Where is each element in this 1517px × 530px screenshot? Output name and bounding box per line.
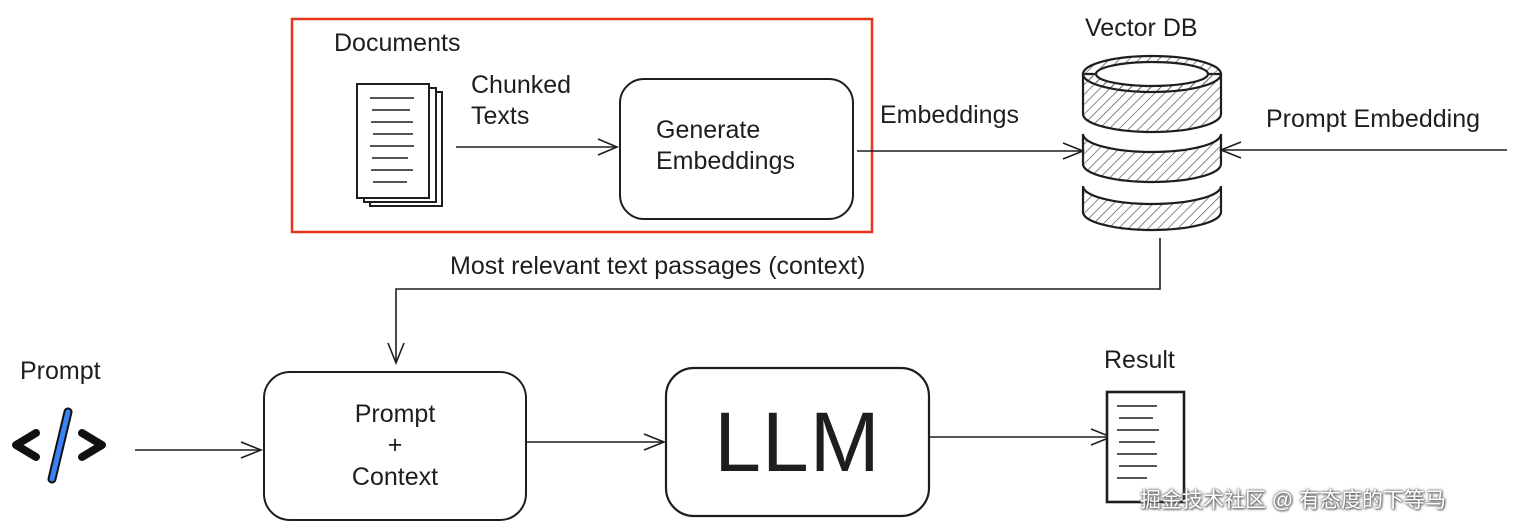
document-stack-icon	[356, 83, 443, 207]
result-label: Result	[1104, 346, 1175, 374]
chunked-texts-label: Chunked Texts	[471, 70, 571, 133]
generate-embeddings-line-1: Generate	[656, 116, 761, 144]
code-icon	[12, 407, 106, 484]
arrow-chunked-texts	[456, 138, 620, 156]
prompt-context-line-1: Prompt	[354, 400, 436, 428]
documents-label: Documents	[334, 29, 461, 57]
prompt-context-line-2: +	[387, 431, 403, 460]
vector-db-label: Vector DB	[1085, 14, 1198, 42]
generate-embeddings-line-2: Embeddings	[656, 147, 795, 176]
context-label: Most relevant text passages (context)	[450, 252, 866, 280]
generate-embeddings-label: Generate Embeddings	[656, 115, 795, 178]
prompt-embedding-label: Prompt Embedding	[1266, 105, 1481, 133]
arrow-prompt-embedding	[1218, 141, 1507, 159]
generate-embeddings-box	[619, 78, 854, 220]
highlight-box	[290, 17, 874, 234]
chunked-texts-line-1: Chunked	[471, 71, 572, 99]
llm-label: LLM	[714, 395, 881, 489]
arrow-context	[387, 238, 1161, 366]
database-cylinder-icon	[1081, 54, 1223, 232]
watermark: 掘金技术社区 @ 有态度的下等马	[1140, 489, 1446, 512]
prompt-input-label: Prompt	[20, 357, 101, 385]
prompt-context-label: Prompt + Context	[264, 399, 526, 493]
prompt-context-line-3: Context	[351, 462, 439, 491]
llm-box	[664, 366, 931, 518]
prompt-context-box	[263, 371, 527, 521]
embeddings-label: Embeddings	[880, 101, 1019, 129]
result-document-icon	[1105, 390, 1186, 504]
arrow-to-llm	[527, 433, 667, 451]
arrow-result	[930, 428, 1114, 446]
arrow-embeddings	[857, 142, 1086, 160]
arrow-prompt	[135, 441, 264, 459]
chunked-texts-line-2: Texts	[471, 102, 530, 131]
